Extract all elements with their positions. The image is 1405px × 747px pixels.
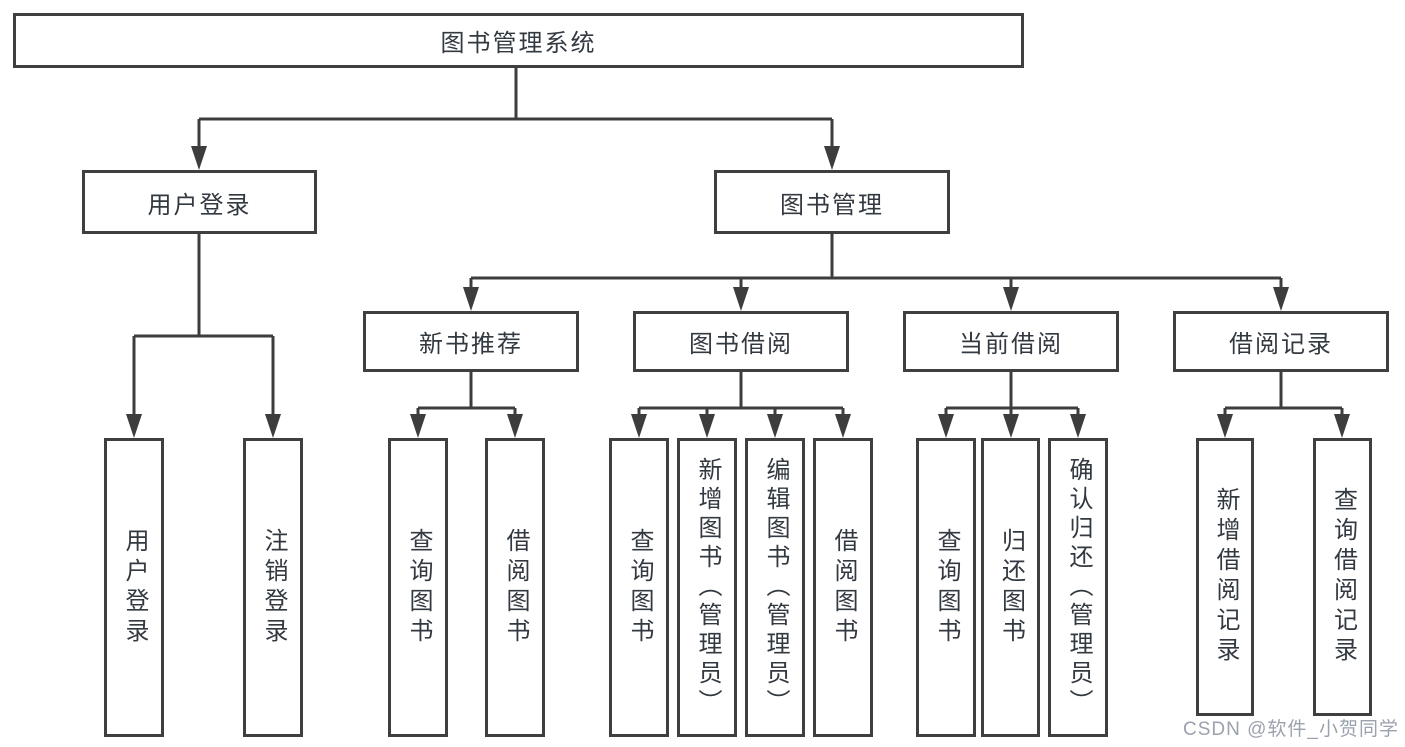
leaf-add-borrow-record: 新增借阅记录 <box>1196 438 1254 716</box>
leaf-return-books: 归还图书 <box>981 438 1040 737</box>
leaf-confirm-return-admin: 确认归还（管理员） <box>1048 438 1108 737</box>
edge-book-management-branch <box>463 234 1289 311</box>
leaf-query-books-recommend: 查询图书 <box>388 438 448 737</box>
edge-root-to-level2 <box>191 68 840 170</box>
leaf-edit-books-admin: 编辑图书（管理员） <box>745 438 805 737</box>
leaf-user-login: 用户登录 <box>104 438 164 737</box>
edge-book-borrow-branch <box>631 372 851 438</box>
leaf-borrow-books: 借阅图书 <box>813 438 873 737</box>
node-root-system: 图书管理系统 <box>13 13 1024 68</box>
edge-borrow-records-branch <box>1217 372 1350 438</box>
leaf-borrow-books-recommend: 借阅图书 <box>485 438 545 737</box>
edge-user-login-branch <box>126 234 281 438</box>
leaf-query-books-current: 查询图书 <box>916 438 976 737</box>
leaf-query-books-borrow: 查询图书 <box>609 438 669 737</box>
node-borrow-records: 借阅记录 <box>1173 311 1389 372</box>
node-current-borrow: 当前借阅 <box>903 311 1119 372</box>
edge-new-book-recommend-branch <box>410 372 523 438</box>
node-book-management: 图书管理 <box>714 170 950 234</box>
csdn-watermark: CSDN @软件_小贺同学 <box>1183 719 1399 740</box>
node-new-book-recommend: 新书推荐 <box>363 311 579 372</box>
leaf-add-books-admin: 新增图书（管理员） <box>677 438 737 737</box>
node-user-login: 用户登录 <box>82 170 317 234</box>
leaf-logout: 注销登录 <box>243 438 303 737</box>
node-book-borrow: 图书借阅 <box>633 311 849 372</box>
edge-current-borrow-branch <box>938 372 1086 438</box>
leaf-query-borrow-record: 查询借阅记录 <box>1313 438 1372 716</box>
